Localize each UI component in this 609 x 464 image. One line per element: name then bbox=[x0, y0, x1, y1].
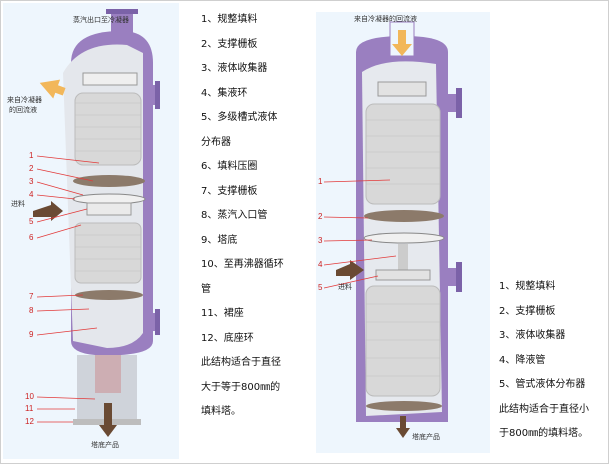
left-column-drawing bbox=[33, 9, 160, 437]
callout-9: 9 bbox=[29, 330, 34, 339]
left-legend-line: 2、支撑栅板 bbox=[201, 38, 258, 50]
callout-6: 6 bbox=[29, 233, 34, 242]
left-legend: 1、规整填料 2、支撑栅板 3、液体收集器 4、集液环 5、多级槽式液体 分布器… bbox=[201, 8, 284, 425]
left-legend-line: 1、规整填料 bbox=[201, 14, 258, 25]
liquid-distributor-top bbox=[82, 72, 138, 86]
side-nozzle-upper bbox=[143, 85, 157, 105]
vapor-outlet-nozzle bbox=[111, 11, 133, 37]
side-nozzle-lower bbox=[143, 313, 157, 331]
packing-bed-upper bbox=[74, 92, 142, 166]
feed-inlet-arrow bbox=[336, 260, 364, 280]
left-legend-line: 大于等于800㎜的 bbox=[201, 381, 281, 393]
left-legend-line: 分布器 bbox=[201, 136, 231, 148]
callout-7: 7 bbox=[29, 292, 34, 301]
tube-distributor-top bbox=[377, 81, 427, 97]
liquid-collector bbox=[363, 232, 445, 244]
left-diagram-panel: 蒸汽出口至冷凝器 来自冷凝器 的回流液 进料 塔底产品 1 2 3 4 5 6 … bbox=[3, 3, 179, 459]
right-column-drawing bbox=[323, 21, 462, 438]
feed-label: 进料 bbox=[338, 283, 352, 291]
support-grid bbox=[364, 210, 444, 222]
right-legend-line: 3、液体收集器 bbox=[499, 330, 566, 341]
callout-12: 12 bbox=[25, 417, 34, 426]
left-legend-line: 此结构适合于直径 bbox=[201, 357, 281, 368]
callout-11: 11 bbox=[25, 404, 34, 413]
right-legend-line: 2、支撑栅板 bbox=[499, 305, 556, 317]
reflux-label-line1: 来自冷凝器 bbox=[7, 96, 42, 104]
callout-2: 2 bbox=[318, 212, 323, 221]
packing-bed-lower bbox=[74, 222, 142, 284]
left-legend-line: 6、填料压圈 bbox=[201, 161, 258, 172]
right-legend-line: 4、降液管 bbox=[499, 354, 546, 366]
tube-distributor bbox=[375, 269, 431, 281]
feed-label: 进料 bbox=[11, 200, 25, 208]
callout-1: 1 bbox=[29, 151, 34, 160]
callout-4: 4 bbox=[318, 260, 323, 269]
downcomer bbox=[398, 244, 408, 270]
reflux-inlet-arrow bbox=[392, 44, 412, 56]
left-legend-line: 8、蒸汽入口管 bbox=[201, 210, 268, 221]
left-legend-line: 9、塔底 bbox=[201, 234, 238, 246]
left-legend-line: 7、支撑栅板 bbox=[201, 185, 258, 197]
vapor-outlet-flange bbox=[106, 9, 138, 14]
callout-2: 2 bbox=[29, 164, 34, 173]
callout-10: 10 bbox=[25, 392, 34, 401]
bottom-product-arrow bbox=[99, 425, 117, 437]
support-grid-1 bbox=[73, 175, 145, 187]
left-legend-line: 10、至再沸器循环 bbox=[201, 259, 284, 270]
left-legend-line: 12、底座环 bbox=[201, 332, 254, 344]
support-grid-2 bbox=[75, 290, 143, 300]
callout-8: 8 bbox=[29, 306, 34, 315]
reflux-inlet-label: 来自冷凝器的回流液 bbox=[354, 15, 417, 23]
side-flange-upper bbox=[456, 88, 462, 118]
vapor-outlet-label: 蒸汽出口至冷凝器 bbox=[73, 16, 129, 24]
feed-inlet-arrow bbox=[33, 201, 63, 221]
right-legend-line: 于800㎜的填料塔。 bbox=[499, 428, 589, 439]
right-legend-line: 1、规整填料 bbox=[499, 281, 556, 292]
left-legend-line: 4、集液环 bbox=[201, 87, 248, 99]
left-legend-line: 11、裙座 bbox=[201, 308, 244, 319]
left-legend-line: 5、多级槽式液体 bbox=[201, 112, 278, 123]
multi-stage-distributor bbox=[86, 202, 132, 216]
right-legend-line: 此结构适合于直径小 bbox=[499, 403, 589, 415]
side-flange-lower bbox=[456, 262, 462, 292]
packing-bed-upper bbox=[365, 103, 441, 205]
right-legend: 1、规整填料 2、支撑栅板 3、液体收集器 4、降液管 5、管式液体分布器 此结… bbox=[499, 275, 589, 447]
bottom-product-arrow bbox=[396, 428, 410, 438]
reflux-label-line2: 的回流液 bbox=[9, 106, 37, 114]
left-legend-line: 填料塔。 bbox=[201, 406, 241, 417]
callout-1: 1 bbox=[318, 177, 323, 186]
column-skirt bbox=[77, 355, 137, 421]
left-legend-line: 3、液体收集器 bbox=[201, 63, 268, 74]
reflux-inlet-arrow bbox=[39, 79, 66, 99]
bottom-product-label: 塔底产品 bbox=[412, 433, 440, 441]
bottom-product-label: 塔底产品 bbox=[91, 441, 119, 449]
left-legend-line: 管 bbox=[201, 283, 211, 295]
callout-5: 5 bbox=[29, 217, 34, 226]
callout-3: 3 bbox=[29, 177, 34, 186]
callout-5: 5 bbox=[318, 283, 323, 292]
callout-4: 4 bbox=[29, 190, 34, 199]
right-diagram-panel: 来自冷凝器的回流液 进料 塔底产品 1 2 3 4 5 bbox=[316, 12, 490, 453]
packing-bed-lower bbox=[365, 285, 441, 397]
right-legend-line: 5、管式液体分布器 bbox=[499, 379, 586, 390]
callout-3: 3 bbox=[318, 236, 323, 245]
